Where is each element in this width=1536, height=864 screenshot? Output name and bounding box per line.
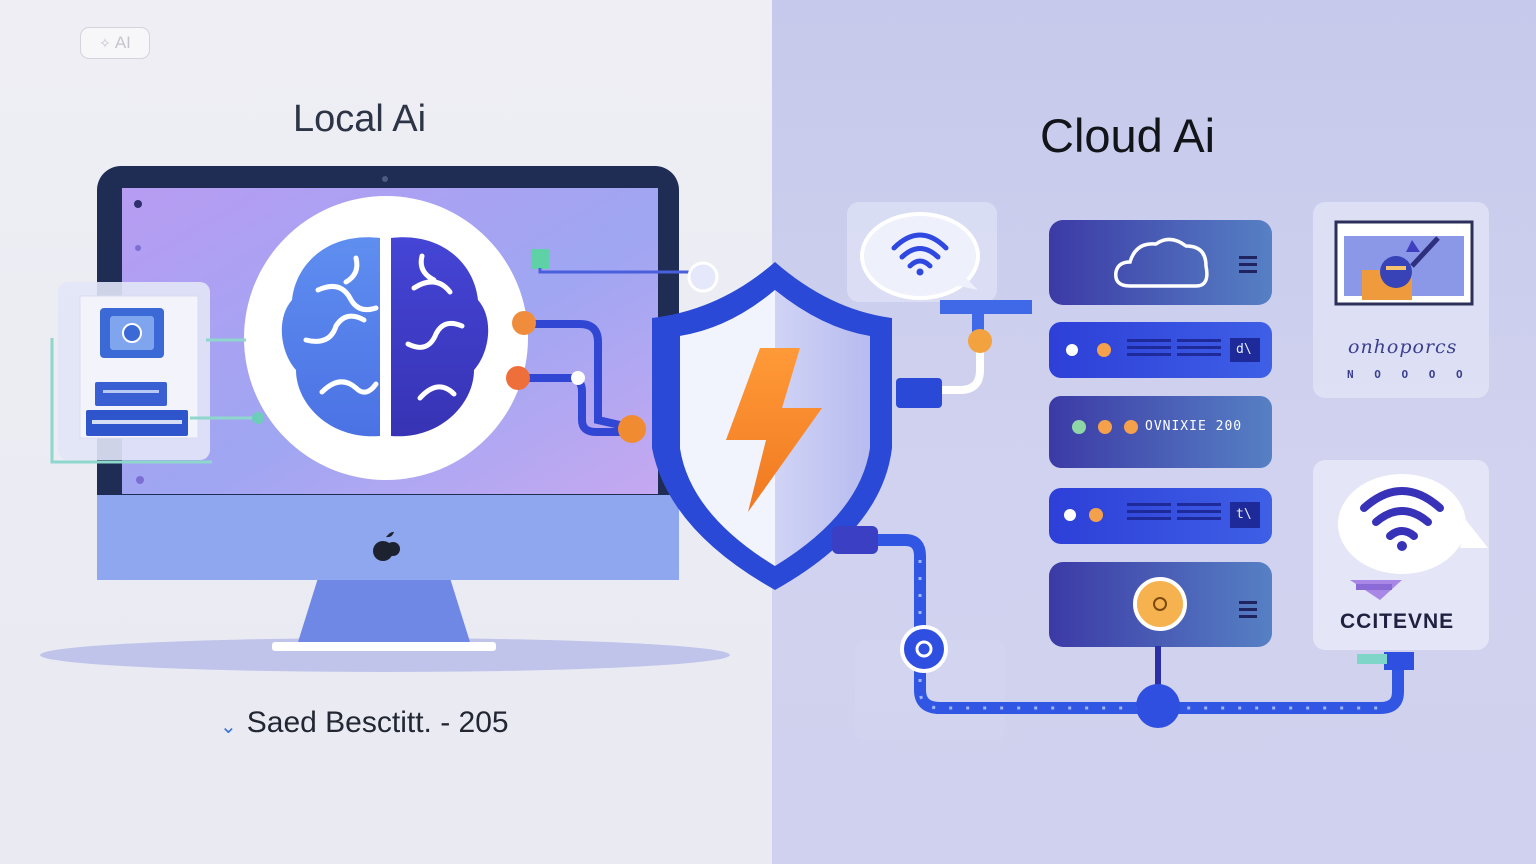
apple-logo-icon [373, 531, 400, 561]
local-ai-title: Local Ai [293, 98, 427, 140]
ai-badge-label: AI [114, 33, 131, 52]
status-card-label: onhoporcs [1348, 336, 1458, 358]
status-card [1313, 202, 1489, 398]
brain-icon [281, 237, 489, 437]
status-card-dots: N O O O O [1347, 368, 1470, 381]
cloud-ai-title: Cloud Ai [1040, 109, 1216, 162]
ai-badge: ✧ AI [80, 27, 150, 59]
server-rack-3 [1049, 396, 1272, 468]
sparkle-icon: ✧ [99, 34, 111, 51]
rack-2-label: d\ [1236, 342, 1252, 357]
local-caption: ⌄ Saed Besctitt. - 205 [220, 706, 509, 740]
lightning-bolt-icon [726, 348, 822, 512]
wifi-icon [891, 232, 949, 276]
wifi-icon-large [1360, 487, 1444, 551]
server-rack-1 [1049, 220, 1272, 305]
server-rack-5 [1049, 562, 1272, 647]
local-device-card [50, 282, 264, 464]
cloud-connectors-top [896, 300, 1032, 408]
network-card-label: CCITEVNE [1340, 610, 1455, 633]
server-rack-2 [1049, 322, 1272, 378]
wifi-bubble-card [847, 202, 997, 302]
rack-3-label: OVNIXIE 200 [1145, 419, 1243, 434]
rack-4-label: t\ [1236, 507, 1252, 522]
local-connectors [506, 249, 719, 443]
local-caption-text: Saed Besctitt. - 205 [246, 706, 509, 739]
chevron-down-icon: ⌄ [220, 715, 237, 738]
server-rack-4 [1049, 488, 1272, 544]
cloud-pipeline [832, 526, 1414, 740]
